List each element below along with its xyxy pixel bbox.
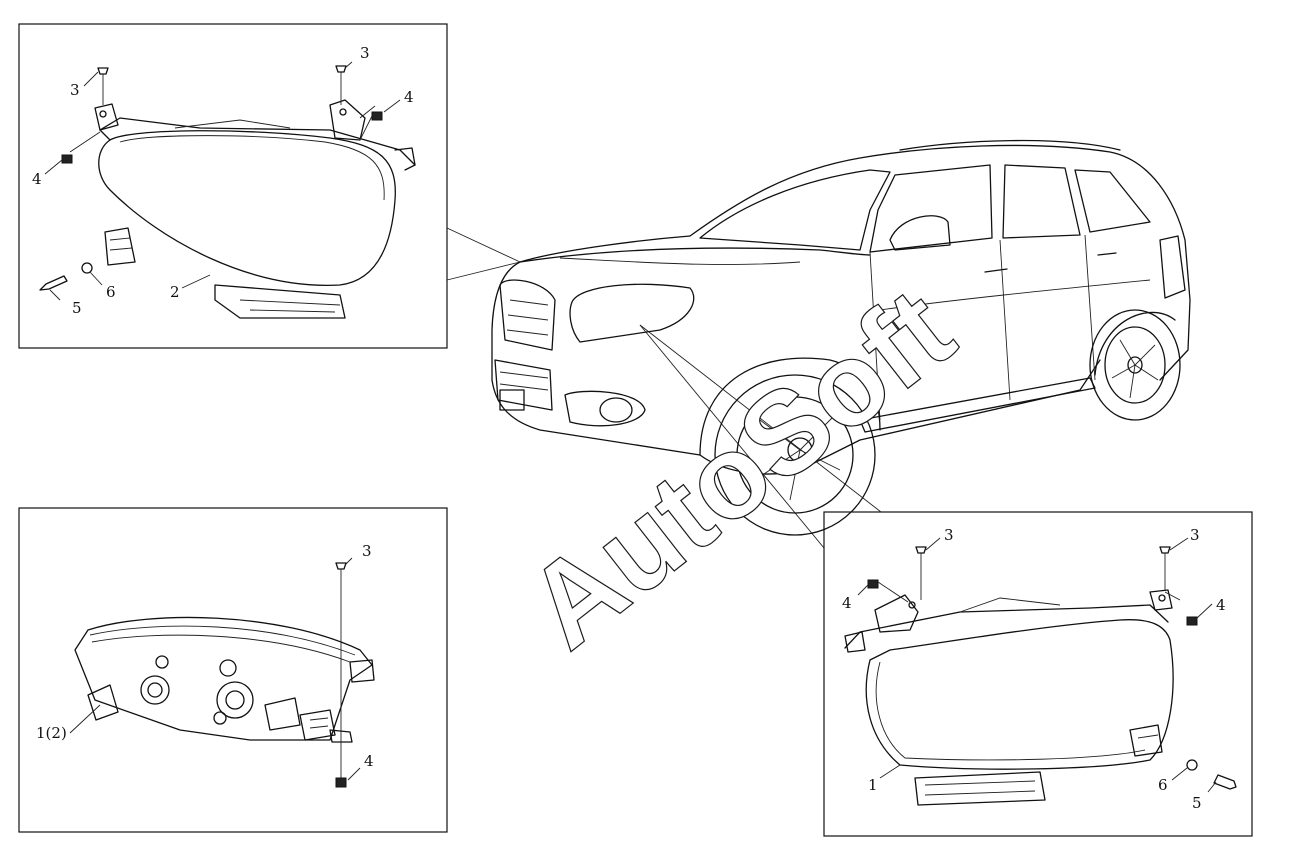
panel-bottom-right-frame <box>823 511 1253 837</box>
fasteners-top-left <box>39 65 383 291</box>
panel-top-left-frame <box>18 23 448 349</box>
callout-label: 3 <box>70 81 80 99</box>
callout-label: 1(2) <box>36 724 67 742</box>
callout-label: 1 <box>868 776 878 794</box>
fasteners-bottom-right <box>857 537 1237 793</box>
callout-label: 3 <box>944 526 954 544</box>
callout-label: 4 <box>364 752 374 770</box>
callout-label: 6 <box>106 283 116 301</box>
callout-leaders <box>446 227 882 549</box>
watermark: AutoSoft <box>503 263 977 674</box>
callout-label: 3 <box>1190 526 1200 544</box>
callout-label: 3 <box>360 44 370 62</box>
callout-label: 5 <box>1192 794 1202 812</box>
vehicle-illustration <box>491 139 1191 536</box>
headlamp-assembly-bottom-right <box>844 589 1174 806</box>
rear-wheel <box>1089 309 1181 421</box>
front-wheel <box>714 374 876 536</box>
fog-light <box>599 397 633 423</box>
fasteners-bottom-left <box>69 557 361 788</box>
panel-bottom-left-frame <box>18 507 448 833</box>
callout-label: 4 <box>32 170 42 188</box>
headlamp-assembly-top-left <box>94 99 416 319</box>
callout-label: 5 <box>72 299 82 317</box>
callout-label: 6 <box>1158 776 1168 794</box>
callout-label: 4 <box>1216 596 1226 614</box>
callout-label: 4 <box>404 88 414 106</box>
headlamp-rear-view <box>74 616 375 743</box>
callout-label: 4 <box>842 594 852 612</box>
headlight-on-vehicle <box>569 283 695 343</box>
leaders-top-left <box>44 61 401 301</box>
callout-label: 2 <box>170 283 180 301</box>
callout-label: 3 <box>362 542 372 560</box>
